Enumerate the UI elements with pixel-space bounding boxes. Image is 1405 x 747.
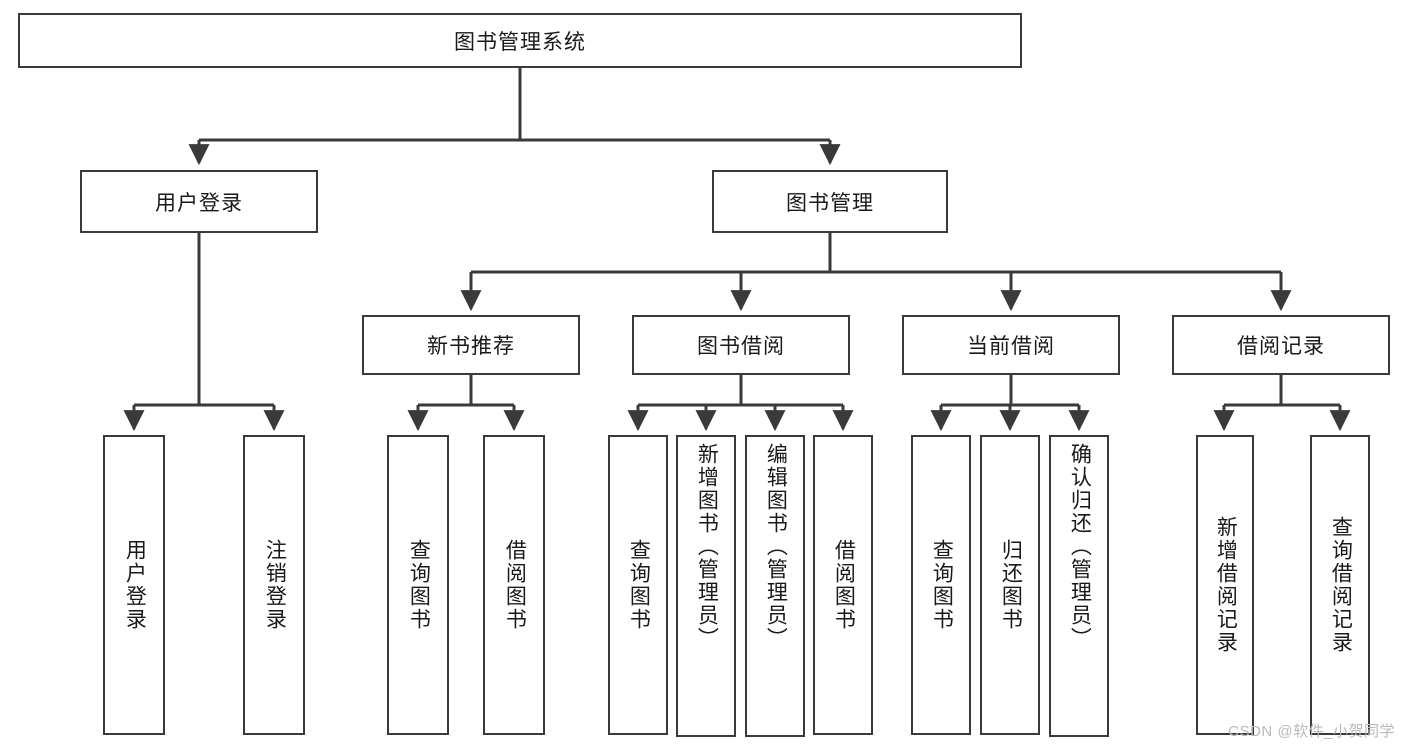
node-book-management[interactable]: 图书管理 bbox=[712, 170, 948, 233]
leaf-borrow-edit-book-admin[interactable]: 编辑图书（管理员） bbox=[745, 435, 805, 737]
node-root-library-system[interactable]: 图书管理系统 bbox=[18, 13, 1022, 68]
node-user-login[interactable]: 用户登录 bbox=[80, 170, 318, 233]
leaf-current-confirm-return-admin[interactable]: 确认归还（管理员） bbox=[1049, 435, 1109, 737]
leaf-borrow-borrow-book[interactable]: 借阅图书 bbox=[813, 435, 873, 735]
leaf-borrow-query-book[interactable]: 查询图书 bbox=[608, 435, 668, 735]
leaf-record-add-record[interactable]: 新增借阅记录 bbox=[1196, 435, 1254, 735]
leaf-user-login-signin[interactable]: 用户登录 bbox=[103, 435, 165, 735]
leaf-current-return-book[interactable]: 归还图书 bbox=[980, 435, 1040, 735]
node-book-borrow[interactable]: 图书借阅 bbox=[632, 315, 850, 375]
leaf-new-book-borrow[interactable]: 借阅图书 bbox=[483, 435, 545, 735]
watermark-credit: CSDN @软件_小贺同学 bbox=[1228, 723, 1395, 740]
leaf-new-book-query[interactable]: 查询图书 bbox=[387, 435, 449, 735]
node-current-borrow[interactable]: 当前借阅 bbox=[902, 315, 1120, 375]
leaf-current-query-book[interactable]: 查询图书 bbox=[911, 435, 971, 735]
leaf-user-login-signout[interactable]: 注销登录 bbox=[243, 435, 305, 735]
leaf-borrow-add-book-admin[interactable]: 新增图书（管理员） bbox=[676, 435, 736, 737]
node-borrow-record[interactable]: 借阅记录 bbox=[1172, 315, 1390, 375]
leaf-record-query-record[interactable]: 查询借阅记录 bbox=[1310, 435, 1370, 735]
node-new-book-recommend[interactable]: 新书推荐 bbox=[362, 315, 580, 375]
